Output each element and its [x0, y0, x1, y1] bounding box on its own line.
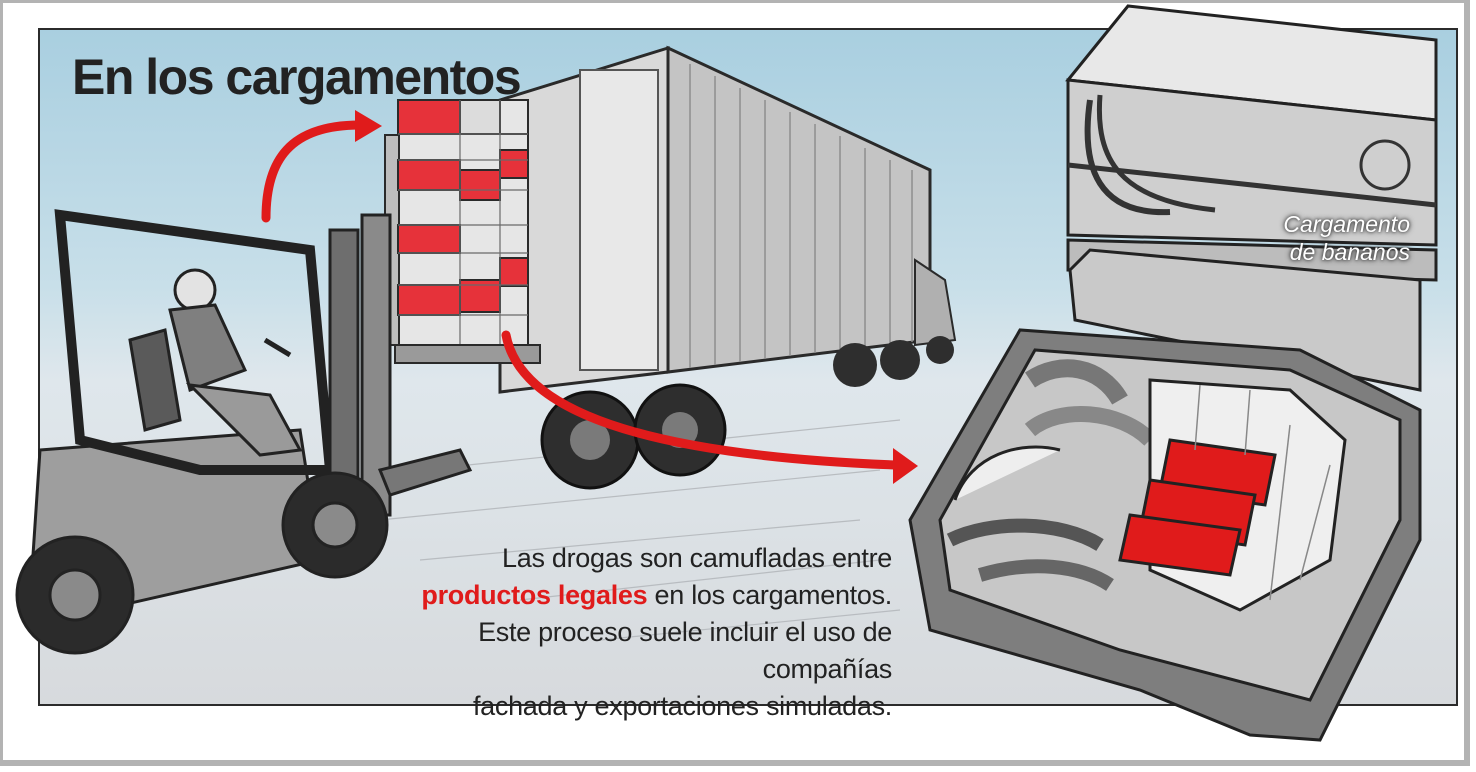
caption-line2: productos legales en los cargamentos.: [372, 577, 892, 614]
arrow-to-crate: [501, 330, 900, 470]
page-title: En los cargamentos: [72, 49, 522, 105]
caption-line2-rest: en los cargamentos.: [647, 580, 893, 610]
banana-crates: [1065, 4, 1438, 392]
crate-label: Cargamento de bananos: [1240, 210, 1410, 266]
arrow-head-right: [893, 448, 918, 484]
caption-line1: Las drogas son camufladas entre: [502, 543, 892, 573]
crate-label-line2: de bananos: [1289, 239, 1410, 265]
forklift: [15, 209, 473, 655]
banana-box-stack: [384, 99, 541, 364]
arrow-head-up: [355, 110, 382, 142]
caption-line3: Este proceso suele incluir el uso de com…: [478, 617, 892, 684]
arrow-to-stack: [261, 120, 365, 223]
caption-highlight: productos legales: [421, 580, 648, 610]
open-crate: [908, 328, 1422, 742]
truck-container: [498, 45, 957, 490]
crate-label-line1: Cargamento: [1283, 211, 1410, 237]
caption: Las drogas son camufladas entre producto…: [372, 540, 892, 725]
caption-line4: fachada y exportaciones simuladas.: [472, 691, 892, 721]
